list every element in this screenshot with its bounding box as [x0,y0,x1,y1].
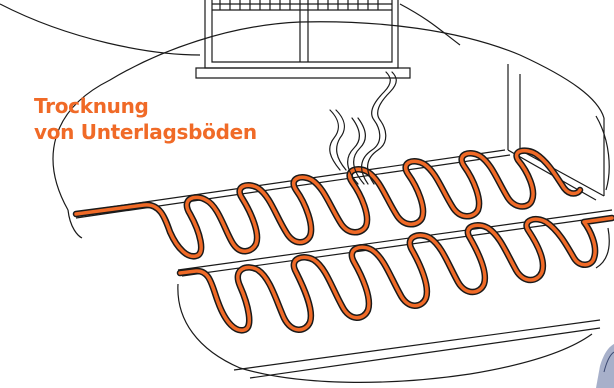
right-edge-outline [596,116,609,190]
heating-pipe-lower-fill [180,218,612,330]
window-icon [196,0,410,78]
heating-pipe-lower [180,218,612,330]
page-title: Trocknung von Unterlagsböden [34,93,257,145]
title-line-2: von Unterlagsböden [34,119,257,145]
upper-bubble-outline [0,4,460,55]
title-line-1: Trocknung [34,93,257,119]
device-icon [596,344,614,388]
